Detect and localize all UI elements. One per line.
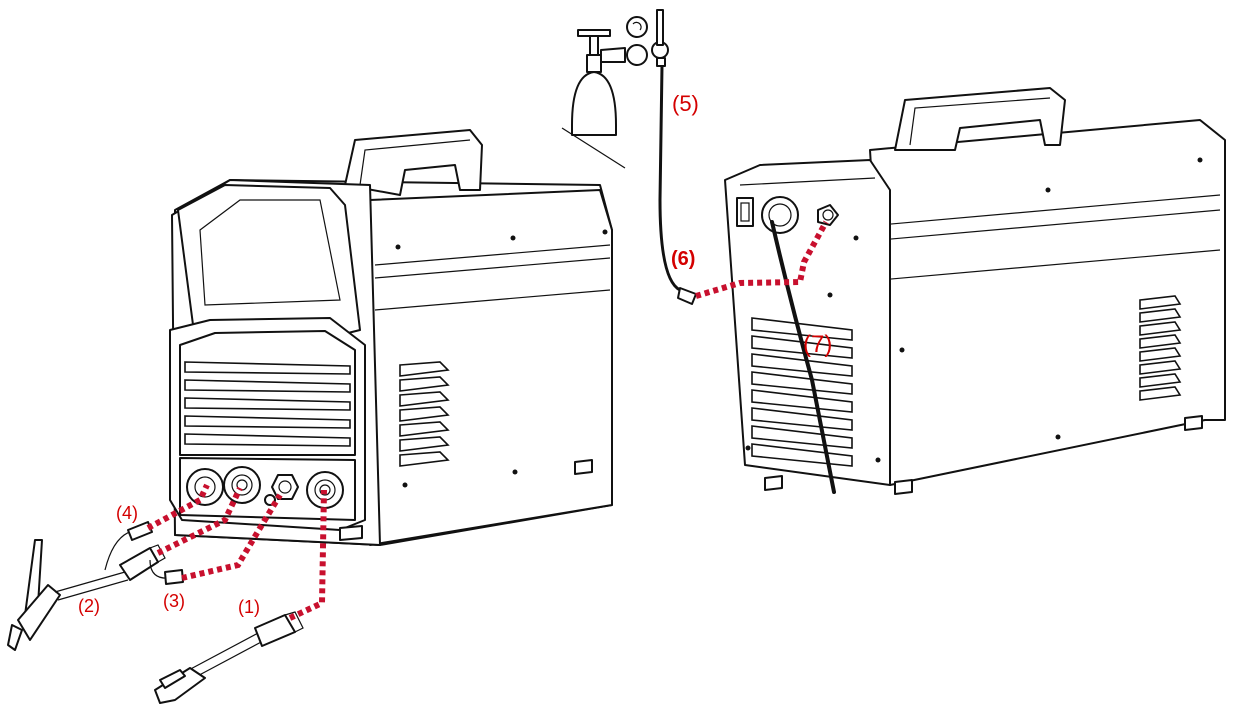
rear-welder-unit xyxy=(724,87,1226,495)
tig-torch xyxy=(7,539,129,651)
front-welder-handle xyxy=(344,129,483,196)
rear-welder-side-vent xyxy=(1139,295,1182,401)
label-4: (4) xyxy=(116,503,138,523)
label-5: (5) xyxy=(672,91,699,116)
connection-line-6 xyxy=(695,220,829,299)
connection-line-2 xyxy=(156,486,243,556)
gas-inlet xyxy=(817,204,839,226)
label-6: (6) xyxy=(671,248,695,270)
torch-control-cable xyxy=(104,521,153,571)
power-switch xyxy=(736,197,754,227)
gas-regulator xyxy=(600,9,669,67)
connection-lines xyxy=(146,220,829,621)
front-welder-unit xyxy=(169,129,613,546)
connection-line-4 xyxy=(146,483,210,531)
gas-hose-connector xyxy=(677,287,697,305)
label-2: (2) xyxy=(78,596,100,616)
power-cable-gland xyxy=(761,196,799,234)
gas-outlet xyxy=(264,474,299,506)
label-1: (1) xyxy=(238,597,260,617)
front-welder-side-vent xyxy=(399,361,450,467)
label-7: (7) xyxy=(803,331,832,358)
connection-line-3 xyxy=(181,493,283,581)
gas-hose xyxy=(658,65,689,297)
earth-clamp xyxy=(154,611,304,704)
minus-socket xyxy=(223,466,261,504)
label-3: (3) xyxy=(163,591,185,611)
rear-welder-handle xyxy=(894,87,1066,151)
mains-power-cable xyxy=(770,220,836,494)
gas-hose-fitting xyxy=(149,559,184,585)
connection-line-1 xyxy=(288,489,327,621)
front-grill xyxy=(184,361,351,447)
gas-cylinder xyxy=(561,29,626,169)
